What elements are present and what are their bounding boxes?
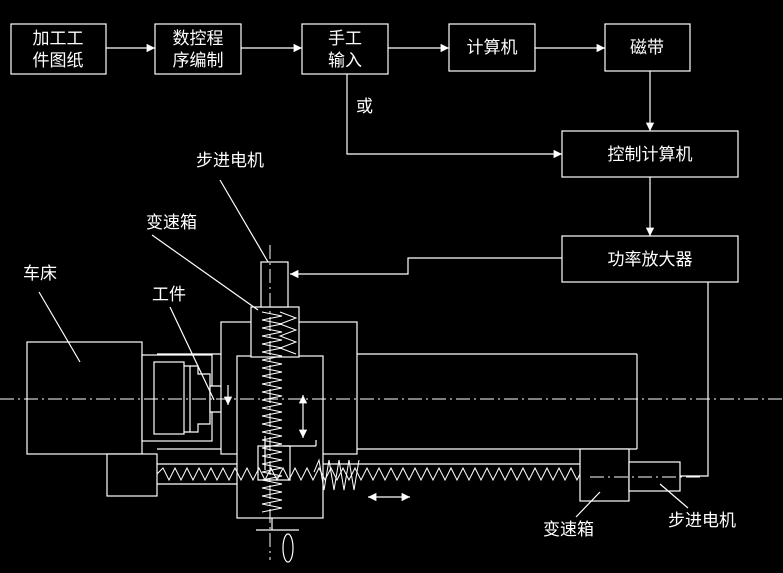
label-workpiece: 工件 (152, 285, 186, 305)
horizontal-lead-screw (156, 458, 584, 491)
centerlines (0, 245, 783, 560)
block-drawing-line1: 加工工 (33, 29, 84, 49)
block-power-amplifier: 功率放大器 (561, 235, 739, 283)
motion-arrows (223, 385, 410, 502)
label-lathe: 车床 (23, 264, 57, 284)
or-label: 或 (356, 97, 373, 117)
block-control-computer-label: 控制计算机 (608, 145, 693, 165)
block-drawing: 加工工 件图纸 (10, 23, 107, 75)
label-gearbox-top: 变速箱 (146, 213, 197, 233)
bottom-gearbox (579, 448, 630, 502)
block-power-amplifier-label: 功率放大器 (608, 250, 693, 270)
block-manual-input-line1: 手工 (328, 29, 362, 49)
lathe-headstock (26, 341, 213, 497)
block-manual-input-line2: 输入 (328, 51, 362, 71)
label-stepper-motor-bottom: 步进电机 (668, 511, 736, 531)
block-control-computer: 控制计算机 (561, 130, 739, 178)
label-gearbox-bottom: 变速箱 (543, 520, 594, 540)
block-nc-programming: 数控程 序编制 (154, 23, 242, 75)
block-computer-label: 计算机 (467, 38, 518, 58)
label-stepper-motor-top: 步进电机 (196, 151, 264, 171)
block-nc-programming-line2: 序编制 (173, 51, 224, 71)
flow-arrows (106, 43, 709, 477)
block-tape-label: 磁带 (630, 38, 664, 58)
leader-lines (38, 179, 689, 518)
block-computer: 计算机 (448, 23, 536, 72)
block-manual-input: 手工 输入 (301, 23, 389, 75)
block-drawing-line2: 件图纸 (33, 51, 84, 71)
block-nc-programming-line1: 数控程 (173, 29, 224, 49)
carriage (220, 261, 358, 563)
vertical-lead-screw (261, 311, 298, 513)
block-tape: 磁带 (604, 23, 691, 72)
